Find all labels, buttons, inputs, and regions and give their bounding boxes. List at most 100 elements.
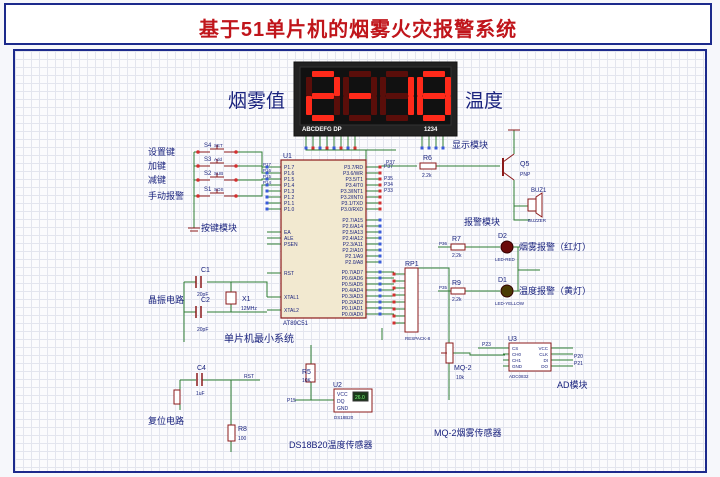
digit-1-segment-e	[343, 96, 349, 115]
led-resistor-value: 2.2k	[452, 297, 462, 303]
mcu-p2-label: P2.2/A10	[342, 248, 363, 254]
u3-pin-gnd: GND	[512, 364, 523, 369]
mcu-p2-label: P2.5/A13	[342, 230, 363, 236]
mcu-misc-label: XTAL2	[284, 308, 299, 314]
digit-3-segment-b	[445, 77, 451, 96]
u2-ref: U2	[333, 382, 342, 389]
key-name: SET	[214, 143, 223, 148]
led-resistor-ref: R9	[452, 280, 461, 287]
display-seg-pin-end	[318, 146, 322, 150]
x1-crystal	[225, 291, 237, 305]
mcu-p0-label: P0.5/AD5	[342, 282, 364, 288]
mcu-p0-label: P0.1/AD1	[342, 306, 364, 312]
digit-1-segment-a	[349, 71, 371, 77]
led-body	[500, 284, 514, 298]
key-net-label: P17	[263, 162, 272, 167]
c1-value: 20pF	[197, 292, 208, 298]
u3-pin-clk: CLK	[539, 352, 548, 357]
ds18b20-label: DS18B20温度传感器	[289, 439, 373, 450]
buzzer-ground	[513, 206, 530, 221]
mq2-value: 10k	[456, 375, 465, 381]
mcu-p2-end	[378, 218, 382, 222]
mcu-net-label: P37	[384, 164, 393, 170]
wires	[179, 130, 573, 452]
rp1-pin-end	[392, 300, 396, 304]
key-name: SUB	[214, 171, 223, 176]
mcu-ctrl-label: ALE	[284, 236, 294, 242]
mcu-ctrl-label: EA	[284, 230, 291, 236]
mcu-p0-label: P0.2/AD2	[342, 300, 364, 306]
buzzer-net-label: P37	[386, 160, 395, 166]
key-pin	[196, 178, 200, 182]
digit-1-segment-b	[371, 77, 377, 96]
u2-pin-dq: DQ	[337, 399, 345, 405]
key-label-sos: 手动报警	[148, 190, 184, 201]
digit-0-segment-e	[306, 96, 312, 115]
mcu-p2-label: P2.3/A11	[343, 242, 363, 248]
mq2-pot	[445, 342, 454, 364]
mcu-pin-end	[265, 189, 269, 193]
rp1-pin-end	[392, 314, 396, 318]
mcu-pin-end	[265, 195, 269, 199]
mcu-pin-label: P1.0	[284, 207, 295, 213]
mcu-p3-end	[378, 207, 382, 211]
display-seg-pin-end	[332, 146, 336, 150]
mcu-pin-label: P1.2	[284, 195, 295, 201]
mcu-section-label: 单片机最小系统	[224, 332, 294, 345]
mcu-p3-end	[378, 201, 382, 205]
display-digit-pin-end	[427, 146, 431, 150]
mcu-p0-label: P0.7/AD7	[342, 270, 364, 276]
led-resistor	[450, 243, 466, 251]
led-net-label: P35	[439, 285, 448, 290]
reset-net-label: RST	[244, 374, 254, 380]
led-name: LED-RED	[495, 257, 516, 262]
key-pin	[196, 194, 200, 198]
digit-1-segment-d	[349, 115, 371, 121]
mcu-p3-end	[378, 165, 382, 169]
rp1-pin-end	[392, 272, 396, 276]
mcu-p0-end	[378, 312, 382, 316]
r5-value: 10K	[302, 378, 312, 384]
mcu-p3-label: P3.0/RXD	[341, 207, 364, 213]
c4-ref: C4	[197, 365, 206, 372]
key-ref: S2	[204, 171, 212, 177]
digit-2-segment-e	[380, 96, 386, 115]
key-ref: S3	[204, 157, 212, 163]
key-name: SOS	[214, 187, 224, 192]
display-seg-pin-end	[346, 146, 350, 150]
segment-pin-labels: ABCDEFG DP	[302, 127, 342, 133]
u3-ref: U3	[508, 336, 517, 343]
mcu-p0-end	[378, 282, 382, 286]
mcu-pin-end	[265, 207, 269, 211]
mcu-p2-end	[378, 224, 382, 228]
digit-3-segment-g	[423, 93, 445, 99]
mcu-pin-label: P1.3	[284, 189, 295, 195]
mcu-p0-label: P0.6/AD6	[342, 276, 364, 282]
key-wire	[236, 184, 267, 197]
mcu-pin-end	[265, 183, 269, 187]
rp1-pin-end	[392, 279, 396, 283]
rp1-pin-end	[392, 286, 396, 290]
rp1-name: RESPACK-8	[405, 336, 431, 341]
digit-0-segment-a	[312, 71, 334, 77]
q5-collector	[502, 171, 515, 181]
q5-type: PNP	[520, 172, 531, 178]
digit-2-segment-c	[408, 96, 414, 115]
r5-to-dq	[310, 382, 334, 401]
mcu-p2-label: P2.1/A9	[345, 254, 363, 260]
led-body	[500, 240, 514, 254]
mcu-pin-end	[265, 177, 269, 181]
digit-0-segment-g	[312, 93, 334, 99]
mcu-p2-label: P2.6/A14	[342, 224, 363, 230]
mcu-p0-label: P0.3/AD3	[342, 294, 364, 300]
key-pin	[196, 164, 200, 168]
digit-1-segment-c	[371, 96, 377, 115]
x1-ref: X1	[242, 296, 251, 303]
rp1-pin-end	[392, 321, 396, 325]
u3-pin-cs: CS	[512, 346, 518, 351]
key-pin	[234, 178, 238, 182]
mcu-p0-end	[378, 306, 382, 310]
c2-ref: C2	[201, 297, 210, 304]
key-net-label: P14	[263, 180, 272, 185]
